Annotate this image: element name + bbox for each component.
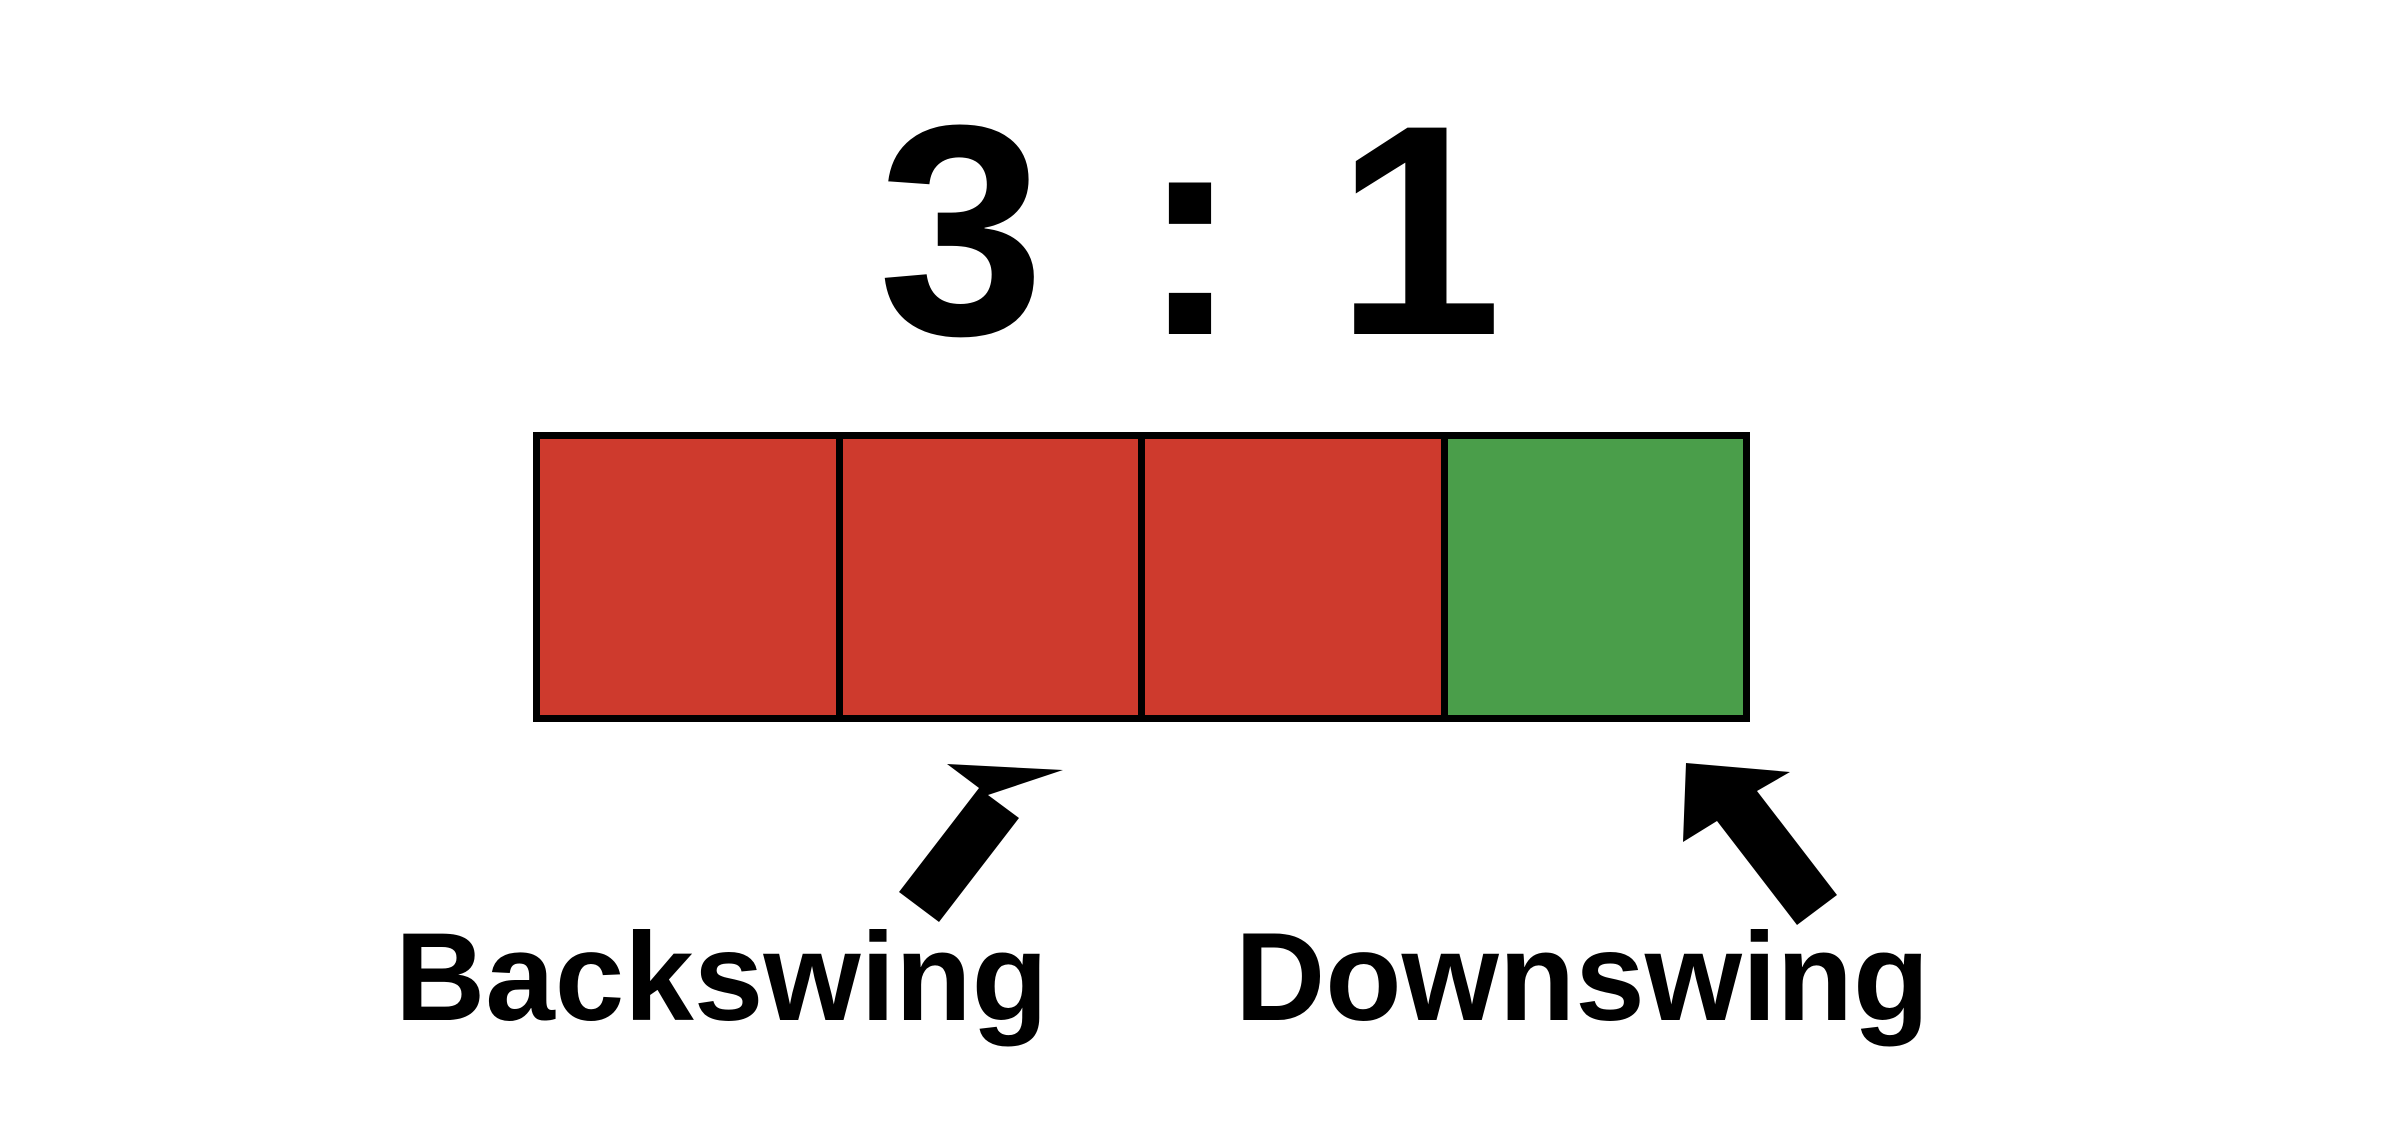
arrow-up-right-icon	[899, 764, 1063, 922]
bar-segment-2	[842, 439, 1145, 715]
bar-segment-4	[1447, 439, 1743, 715]
arrow-up-left-icon	[1683, 763, 1837, 925]
bar-segment-1	[540, 439, 843, 715]
tempo-bar	[533, 432, 1750, 722]
label-downswing: Downswing	[1235, 908, 1930, 1047]
bar-segment-3	[1145, 439, 1448, 715]
ratio-value-text: 3 : 1	[877, 62, 1509, 398]
label-backswing: Backswing	[395, 908, 1049, 1047]
